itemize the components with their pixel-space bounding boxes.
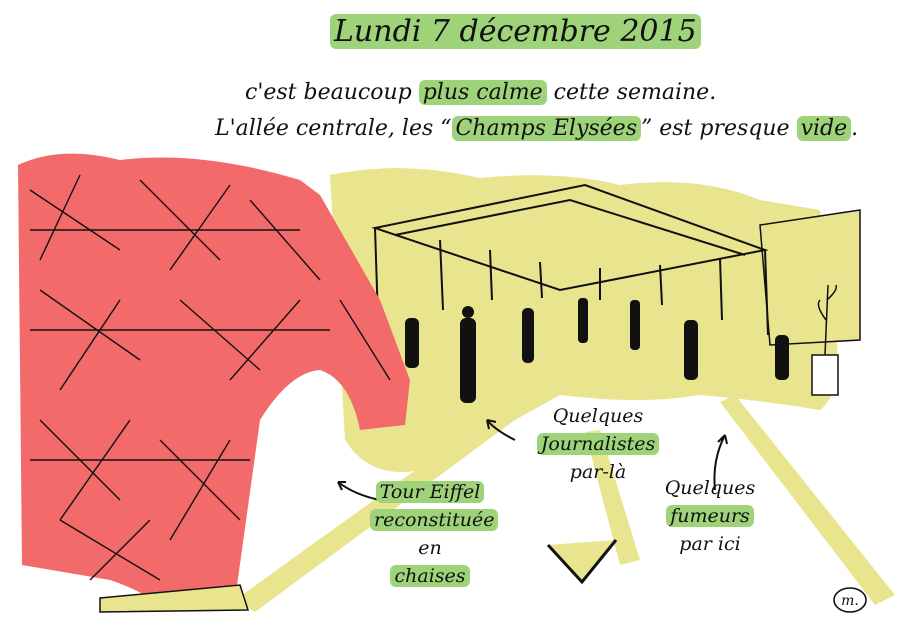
intro-line-2: L'allée centrale, les “Champs Elysées” e… <box>215 116 858 141</box>
tent <box>371 183 769 336</box>
label-line: par ici <box>679 533 741 555</box>
floor-strip-center <box>585 430 640 565</box>
title-highlight: Lundi 7 décembre 2015 <box>330 14 701 49</box>
tower-hatching <box>29 174 391 581</box>
label-highlight: chaises <box>390 565 470 587</box>
label-line: par-là <box>569 461 627 483</box>
label-fumeurs: Quelques fumeurs par ici <box>660 474 760 558</box>
label-line: Quelques <box>664 477 756 499</box>
intro-text: c'est beaucoup <box>245 80 419 105</box>
intro-text: L'allée centrale, les “ <box>215 116 452 141</box>
intro-highlight: Champs Elysées <box>451 116 641 141</box>
label-tour-eiffel: Tour Eiffel reconstituée en chaises <box>370 478 499 590</box>
intro-line-1: c'est beaucoup plus calme cette semaine. <box>245 80 716 105</box>
label-line: Quelques <box>552 405 644 427</box>
floor-strip-left <box>235 395 535 612</box>
label-highlight: Tour Eiffel <box>375 481 485 503</box>
arrow-journ <box>486 419 516 441</box>
floor-strip-right <box>720 395 895 605</box>
label-journalistes: Quelques Journalistes par-là <box>528 402 668 486</box>
intro-highlight: plus calme <box>418 80 547 105</box>
intro-highlight: vide <box>796 116 852 141</box>
plant <box>817 284 838 356</box>
arrow-down <box>546 539 618 585</box>
intro-text: ” est presque <box>641 116 797 141</box>
signature-text: m. <box>841 593 859 609</box>
signature: m. <box>833 587 867 613</box>
intro-text: . <box>851 116 859 141</box>
tower-eiffel <box>18 153 410 606</box>
arrow-fum <box>713 434 728 491</box>
page-title: Lundi 7 décembre 2015 <box>330 14 701 49</box>
building-right <box>759 209 861 346</box>
plant-pot <box>811 354 839 396</box>
people <box>405 298 789 403</box>
intro-text: cette semaine. <box>546 80 717 105</box>
label-line: en <box>418 537 442 559</box>
tower-base <box>99 584 250 613</box>
label-highlight: fumeurs <box>666 505 754 527</box>
label-highlight: reconstituée <box>370 509 499 531</box>
label-highlight: Journalistes <box>536 433 660 455</box>
